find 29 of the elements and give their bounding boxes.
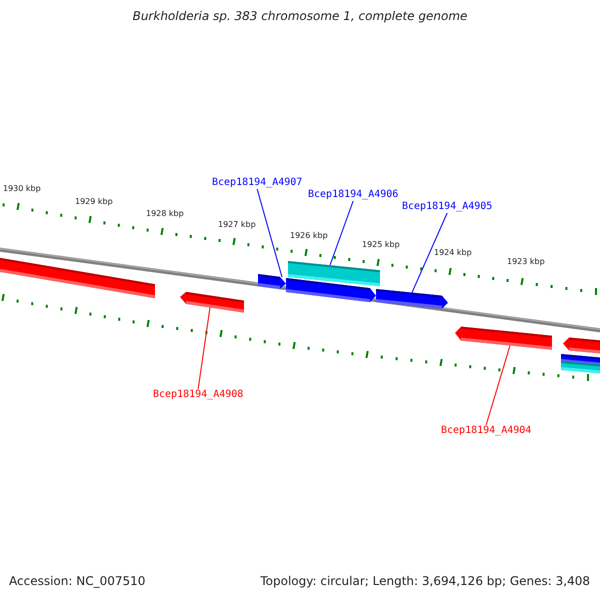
leader-line (330, 200, 354, 266)
gene-feature (180, 292, 244, 313)
gene-label: Bcep18194_A4907 (212, 177, 302, 189)
scale-label: 1928 kbp (146, 209, 184, 219)
gene-label: Bcep18194_A4908 (153, 389, 244, 401)
gene-label: Bcep18194_A4906 (308, 189, 398, 201)
gene-feature (560, 361, 600, 374)
gene-feature (0, 257, 156, 298)
scale-label: 1927 kbp (218, 220, 256, 230)
gene-label: Bcep18194_A4904 (441, 425, 532, 437)
gene-feature (286, 278, 376, 302)
gene-label: Bcep18194_A4905 (402, 201, 492, 213)
scale-label: 1929 kbp (75, 197, 113, 207)
leader-line (256, 188, 282, 278)
scale-label: 1930 kbp (3, 184, 41, 194)
leader-line (198, 307, 210, 390)
leader-line (486, 345, 510, 426)
scale-label: 1923 kbp (507, 257, 545, 267)
scale-label: 1924 kbp (434, 248, 472, 258)
scale-label: 1926 kbp (290, 231, 328, 241)
leader-line (412, 212, 448, 294)
scale-label: 1925 kbp (362, 240, 400, 250)
genome-summary: Topology: circular; Length: 3,694,126 bp; Genes: 3,408 (260, 574, 590, 588)
title: Burkholderia sp. 383 chromosome 1, complete genome (132, 9, 468, 23)
gene-feature (258, 274, 286, 289)
gene-feature (455, 326, 552, 350)
accession-text: Accession: NC_007510 (9, 574, 146, 588)
gene-feature (563, 338, 600, 354)
gene-feature (376, 289, 448, 309)
